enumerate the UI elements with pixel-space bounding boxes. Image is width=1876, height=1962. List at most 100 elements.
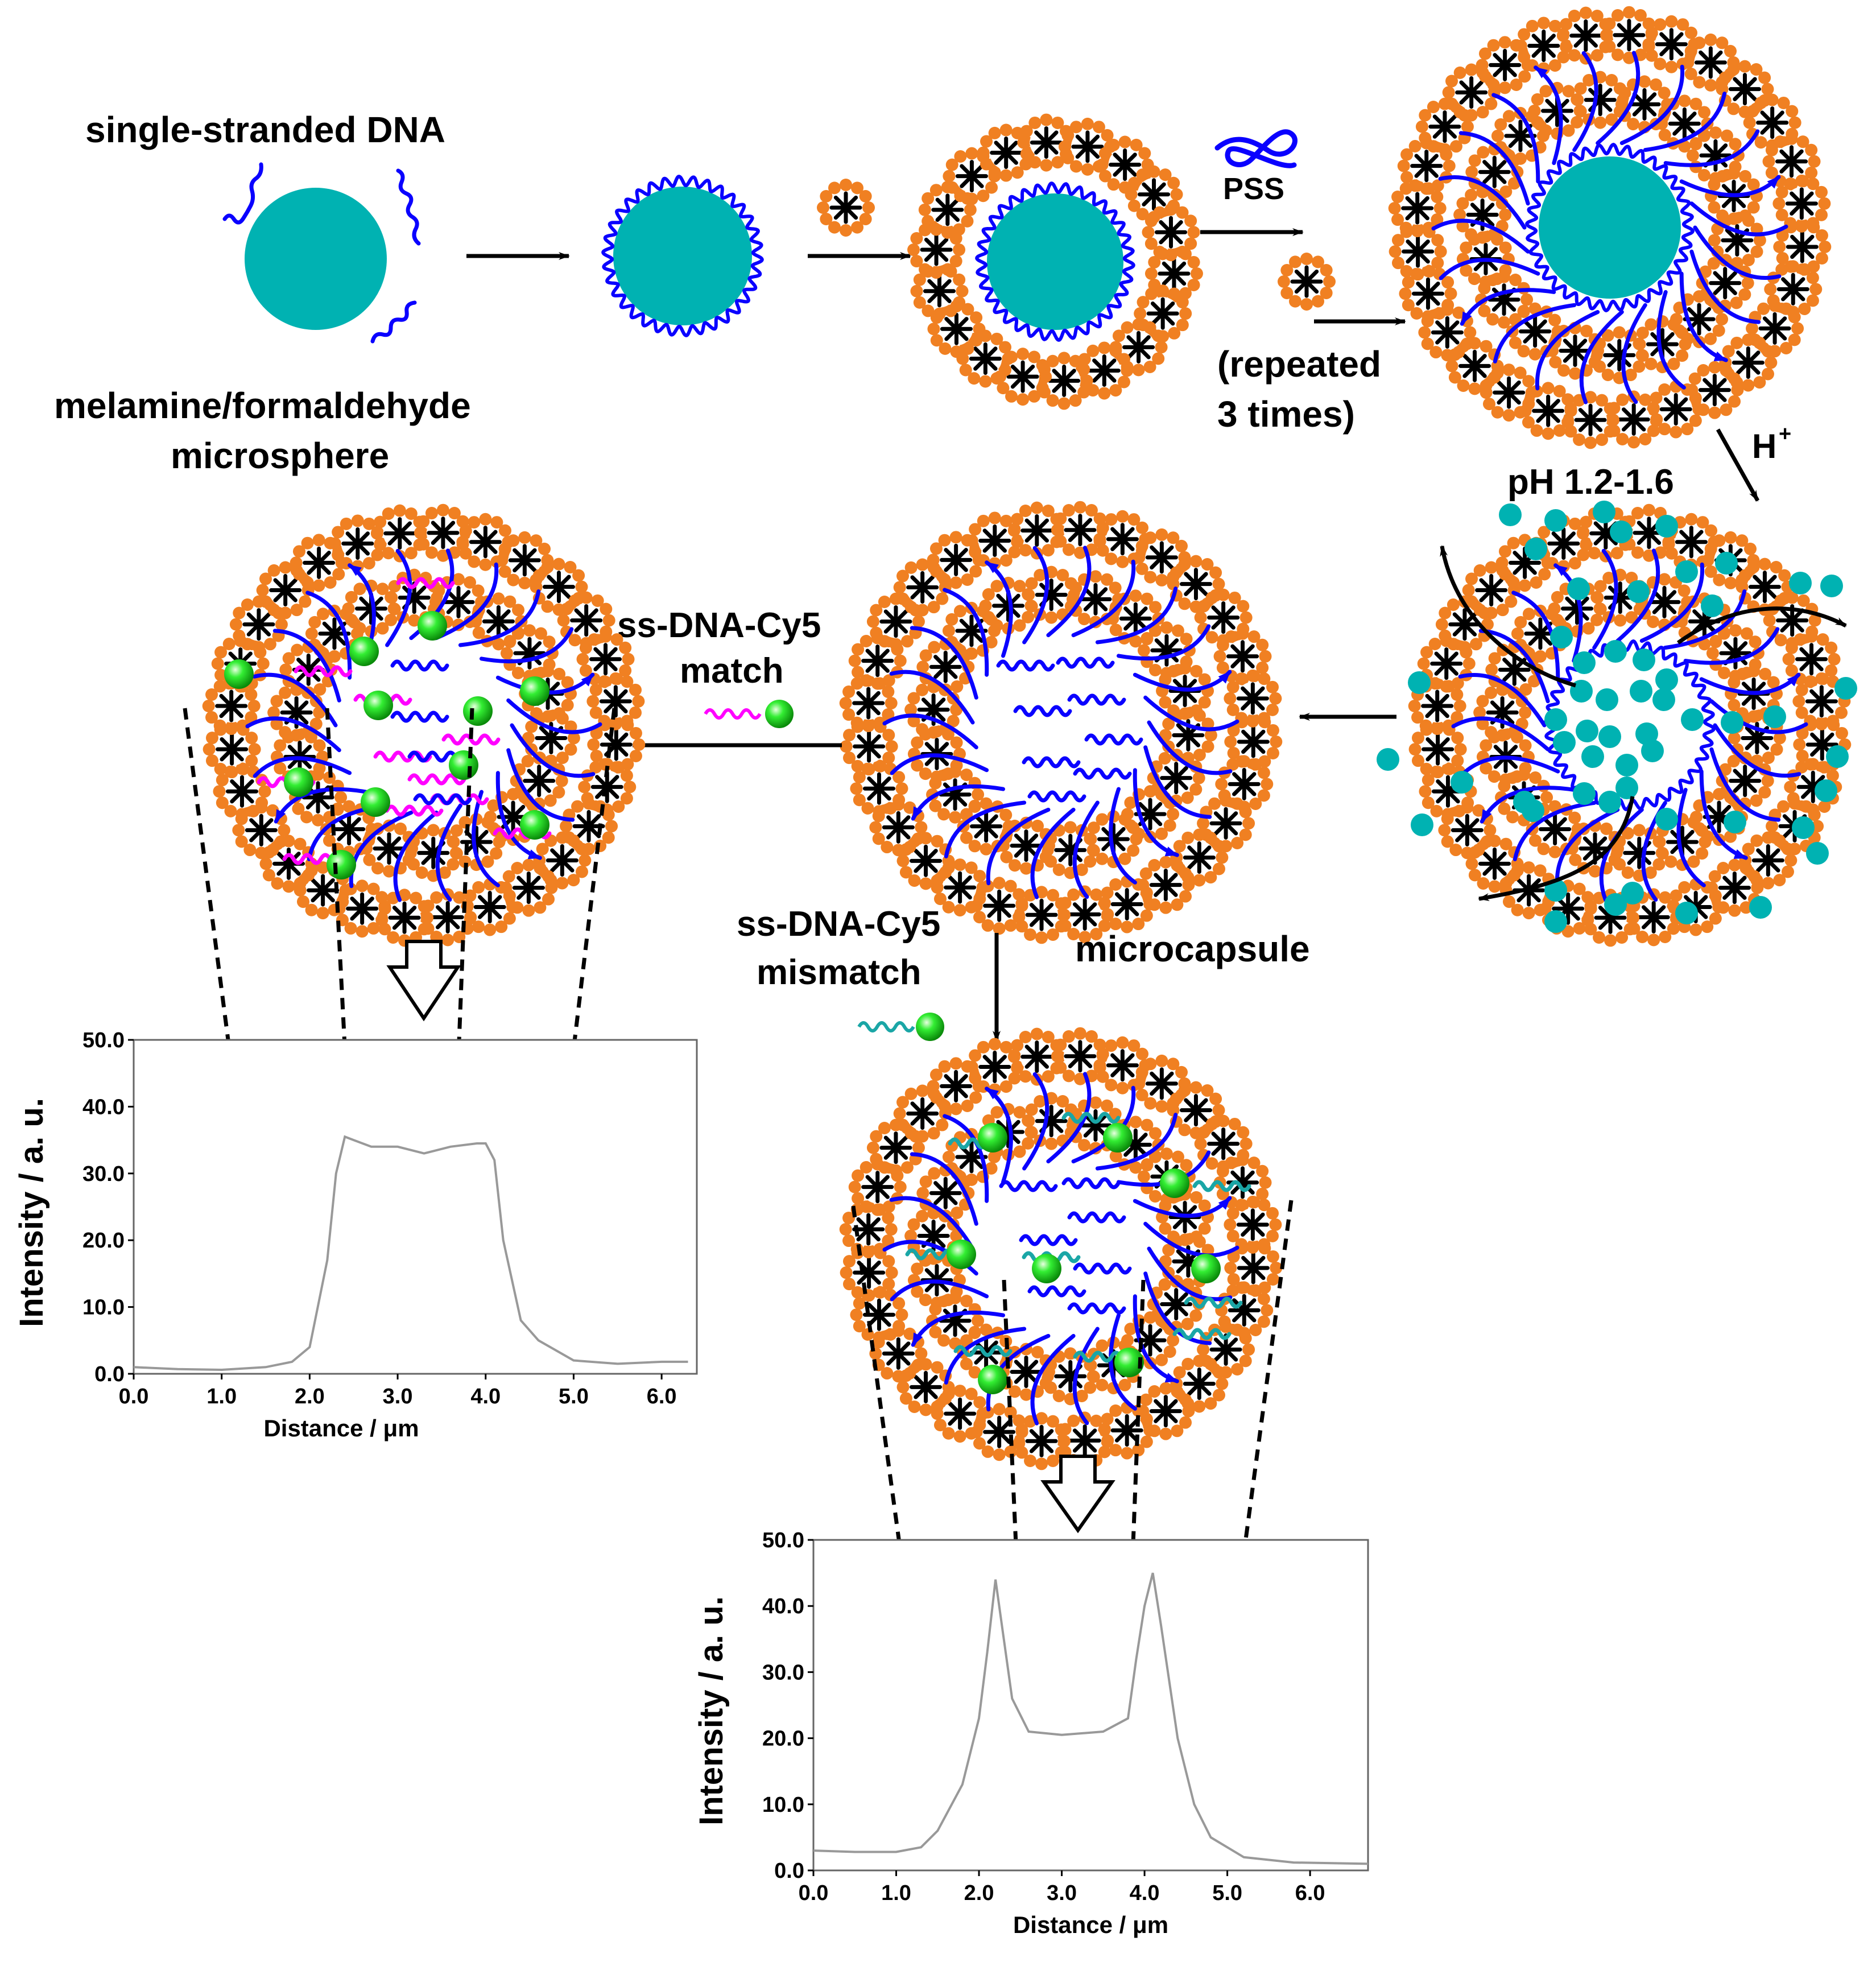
- core-fragment: [1721, 711, 1743, 734]
- intensity-profile-line: [813, 1572, 1369, 1865]
- dna-strand: [441, 733, 501, 746]
- label-hplus: H: [1752, 427, 1776, 465]
- stage-microsphere: single-stranded DNA melamine/formaldehyd…: [54, 109, 471, 476]
- polymer-unit: [1213, 627, 1272, 685]
- polymer-unit: [328, 514, 387, 573]
- cy5-dye: [1114, 1348, 1144, 1377]
- dna-strand: [1061, 1177, 1121, 1189]
- polymer-unit: [1590, 326, 1648, 385]
- polymer-unit: [1133, 528, 1191, 586]
- polymer-unit: [839, 674, 898, 733]
- cy5-dye: [284, 767, 313, 797]
- cy5-dye: [361, 787, 390, 817]
- stage-microcapsule: microcapsule: [839, 501, 1310, 969]
- dna-coating-ring: [601, 175, 764, 337]
- y-tick-label: 30.0: [762, 1661, 804, 1684]
- x-tick-label: 3.0: [1047, 1881, 1077, 1905]
- core-fragment: [1789, 572, 1812, 594]
- label-mismatch-line2: mismatch: [757, 953, 921, 992]
- x-tick-label: 5.0: [1212, 1881, 1242, 1905]
- y-tick-label: 0.0: [94, 1362, 125, 1386]
- polymer-layer-ring: [907, 113, 1203, 410]
- label-microcapsule: microcapsule: [1075, 928, 1310, 969]
- core-fragment: [1724, 811, 1746, 833]
- polymer-unit: [1476, 36, 1534, 94]
- y-tick-label: 10.0: [82, 1296, 125, 1320]
- stage-matched-capsule: [202, 503, 646, 947]
- core-fragment: [1411, 813, 1433, 836]
- core-fragment: [1576, 720, 1598, 742]
- polymer-unit: [910, 262, 969, 320]
- dna-strand: [1056, 656, 1115, 669]
- core-fragment: [1604, 640, 1627, 663]
- dna-strand: [1013, 705, 1072, 717]
- y-tick-label: 20.0: [762, 1727, 804, 1751]
- cy5-dye: [947, 1240, 976, 1269]
- core-fragment: [1701, 594, 1724, 617]
- x-tick-label: 5.0: [559, 1385, 589, 1408]
- polymer-layer-ring: [1408, 503, 1852, 947]
- polymer-unit: [495, 531, 554, 589]
- polymer-unit: [557, 591, 615, 650]
- core-fragment: [1826, 745, 1849, 768]
- dna-strand: [1067, 1211, 1126, 1224]
- polymer-unit: [1109, 318, 1168, 377]
- polymer-unit: [907, 221, 966, 279]
- polymer-unit: [1224, 1195, 1282, 1254]
- label-ssdna: single-stranded DNA: [85, 109, 445, 150]
- polymer-unit: [994, 348, 1052, 406]
- coated-core: [613, 187, 752, 325]
- y-tick-label: 30.0: [82, 1162, 125, 1186]
- dna-strand: [1067, 1302, 1126, 1315]
- core-fragment: [1715, 552, 1738, 575]
- dna-strand: [407, 773, 466, 786]
- x-axis-label: Distance / μm: [1013, 1911, 1168, 1938]
- x-tick-label: 6.0: [1295, 1881, 1325, 1905]
- intensity-profile-line: [133, 1135, 688, 1372]
- stage-multilayer: [1388, 6, 1832, 449]
- cy5-dye-balls: [224, 611, 549, 879]
- x-tick-label: 2.0: [295, 1385, 325, 1408]
- label-mismatch-line1: ss-DNA-Cy5: [737, 904, 940, 944]
- cy5-dye: [520, 676, 549, 706]
- layer-core: [987, 193, 1123, 330]
- polymer-layer-ring: [904, 565, 1217, 879]
- cy5-dye: [978, 1123, 1007, 1153]
- mf-core: [245, 188, 387, 330]
- polymer-unit: [1134, 284, 1192, 343]
- core-fragment: [1598, 791, 1621, 813]
- dissolution-arrows: [1440, 545, 1847, 901]
- cy5-dye: [363, 691, 393, 720]
- y-tick-label: 50.0: [762, 1529, 804, 1552]
- core-fragment: [1655, 515, 1678, 538]
- cy5-dye: [1032, 1254, 1061, 1283]
- core-fragment: [1655, 808, 1678, 831]
- core-fragment: [1820, 575, 1843, 597]
- cy5-dye: [1191, 1254, 1221, 1283]
- polymer-unit: [1762, 132, 1821, 191]
- core-fragment: [1655, 668, 1678, 691]
- pss-tangles: [1451, 548, 1808, 902]
- polymer-unit: [1519, 382, 1577, 440]
- core-fragment: [1513, 791, 1536, 813]
- core-fragment: [1581, 745, 1604, 768]
- cy5-dye-balls: [947, 1123, 1221, 1394]
- dna-strand: [390, 711, 449, 723]
- dna-strand: [390, 659, 449, 672]
- dna-strand: [1061, 1112, 1121, 1124]
- polymer-unit: [414, 503, 472, 562]
- y-tick-label: 40.0: [762, 1595, 804, 1618]
- polymer-unit: [232, 801, 291, 860]
- polymer-unit: [1735, 557, 1794, 616]
- polymer-unit: [1647, 380, 1705, 439]
- pss-tangles: [882, 546, 1239, 899]
- polymer-unit: [965, 1038, 1024, 1096]
- y-tick-label: 10.0: [762, 1793, 804, 1817]
- hollow-arrow-mismatch: [1040, 1455, 1115, 1534]
- polymer-unit: [1642, 15, 1701, 73]
- match-probe-icon: [704, 700, 794, 728]
- polymer-unit: [997, 816, 1056, 875]
- core-fragment: [1675, 902, 1698, 924]
- polymer-unit: [1561, 391, 1620, 449]
